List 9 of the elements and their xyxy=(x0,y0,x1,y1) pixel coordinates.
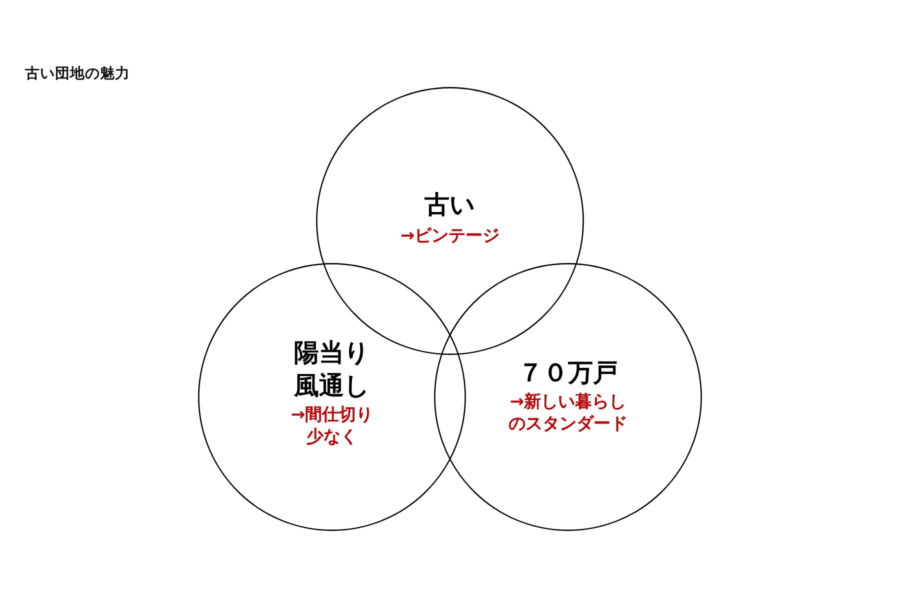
venn-circle xyxy=(198,263,466,531)
circle-note: →ビンテージ xyxy=(399,225,501,248)
diagram-title: 古い団地の魅力 xyxy=(25,66,130,84)
circle-note: →間仕切り少なく xyxy=(290,404,374,449)
circle-heading: ７０万戸 xyxy=(517,357,619,389)
circle-note: →新しい暮らしのスタンダード xyxy=(508,391,628,436)
circle-heading: 古い xyxy=(424,189,476,221)
circle-heading: 陽当り風通し xyxy=(292,337,371,402)
venn-circle xyxy=(434,263,702,531)
